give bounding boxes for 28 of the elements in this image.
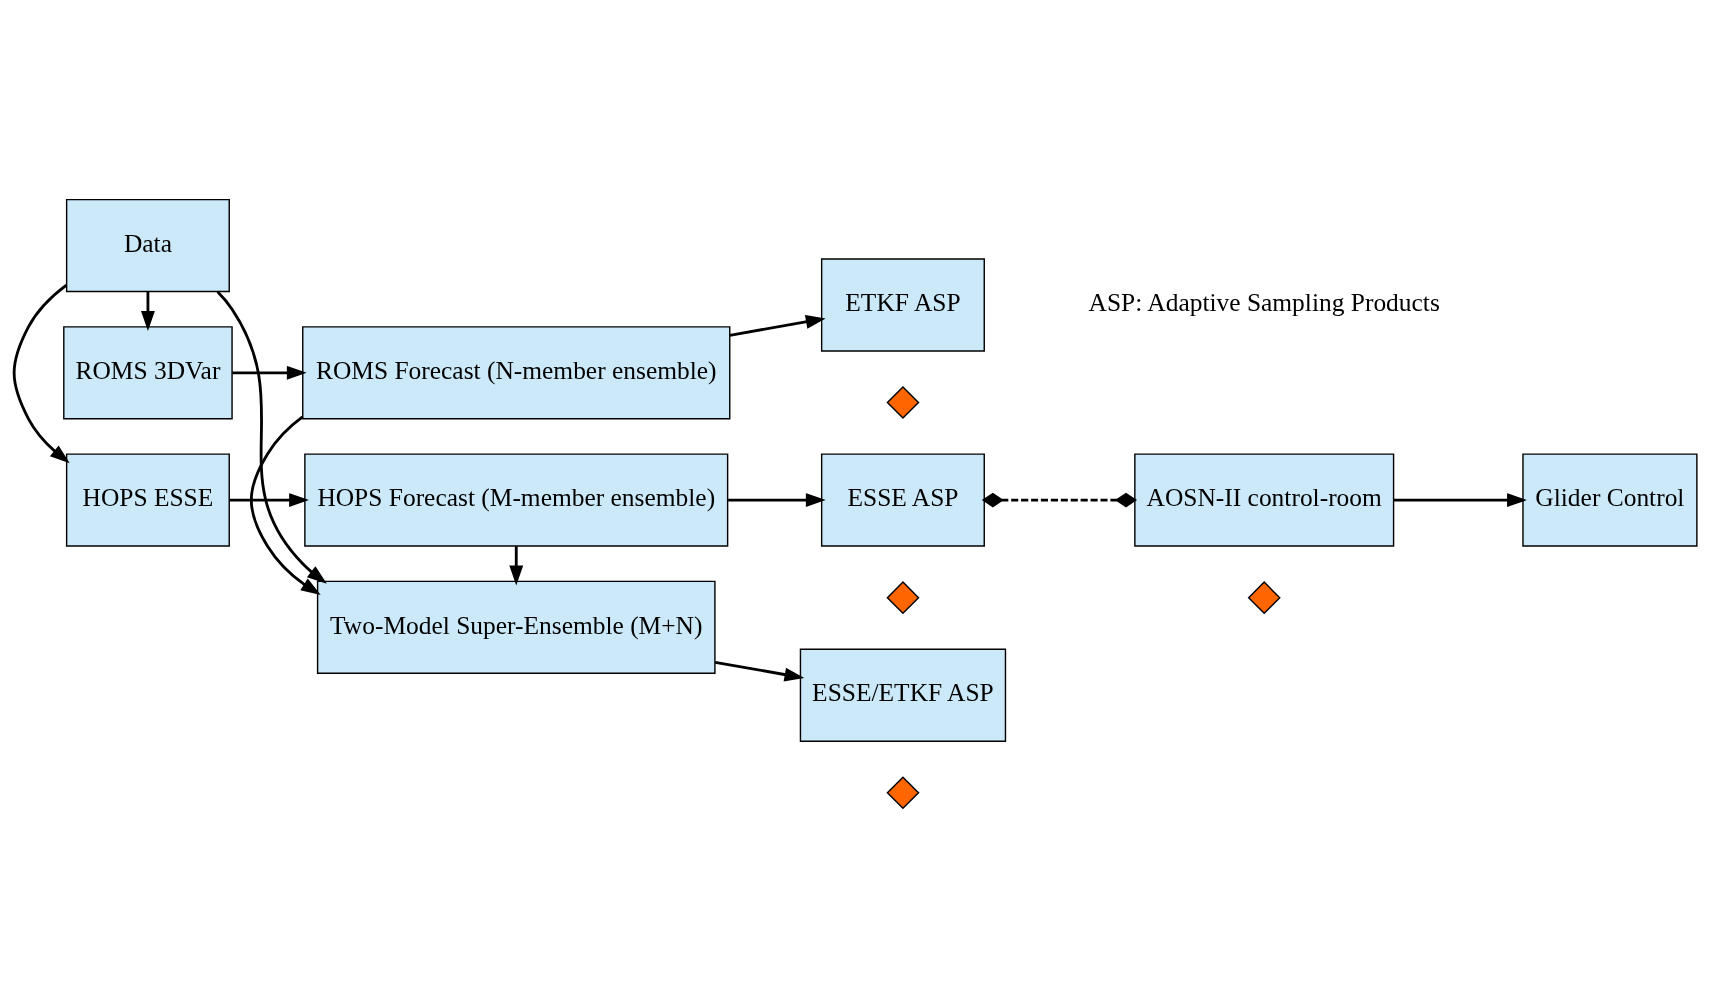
arrow	[509, 545, 524, 585]
node-box: ESSE ASP	[820, 452, 985, 547]
node-box: ROMS 3DVar	[63, 325, 233, 419]
node-diamond	[886, 580, 920, 614]
arrow	[216, 290, 327, 584]
arrow	[1393, 492, 1527, 507]
arrow	[229, 492, 309, 507]
arrow	[249, 415, 321, 595]
arrow	[715, 660, 805, 681]
node-diamond	[1247, 580, 1281, 614]
arrow	[232, 365, 307, 380]
node-box: ETKF ASP	[820, 257, 985, 352]
arrow	[141, 291, 155, 331]
node-box: ROMS Forecast (N-member ensemble)	[302, 325, 731, 419]
node-box: ESSE/ETKF ASP	[799, 648, 1007, 742]
arrow	[728, 492, 826, 507]
node-box: AOSN-II control-room	[1134, 452, 1395, 547]
arrow	[12, 283, 70, 463]
node-box: HOPS ESSE	[65, 452, 230, 547]
connector	[981, 492, 1138, 507]
node-box: Glider Control	[1522, 452, 1698, 547]
arrow	[729, 314, 826, 337]
node-diamond	[886, 385, 920, 419]
node-box: HOPS Forecast (M-member ensemble)	[304, 452, 729, 547]
node-diamond	[886, 775, 920, 809]
node-box: Data	[65, 198, 230, 292]
node-box: Two-Model Super-Ensemble (M+N)	[316, 580, 716, 674]
label: ASP: Adaptive Sampling Products	[1088, 287, 1440, 317]
